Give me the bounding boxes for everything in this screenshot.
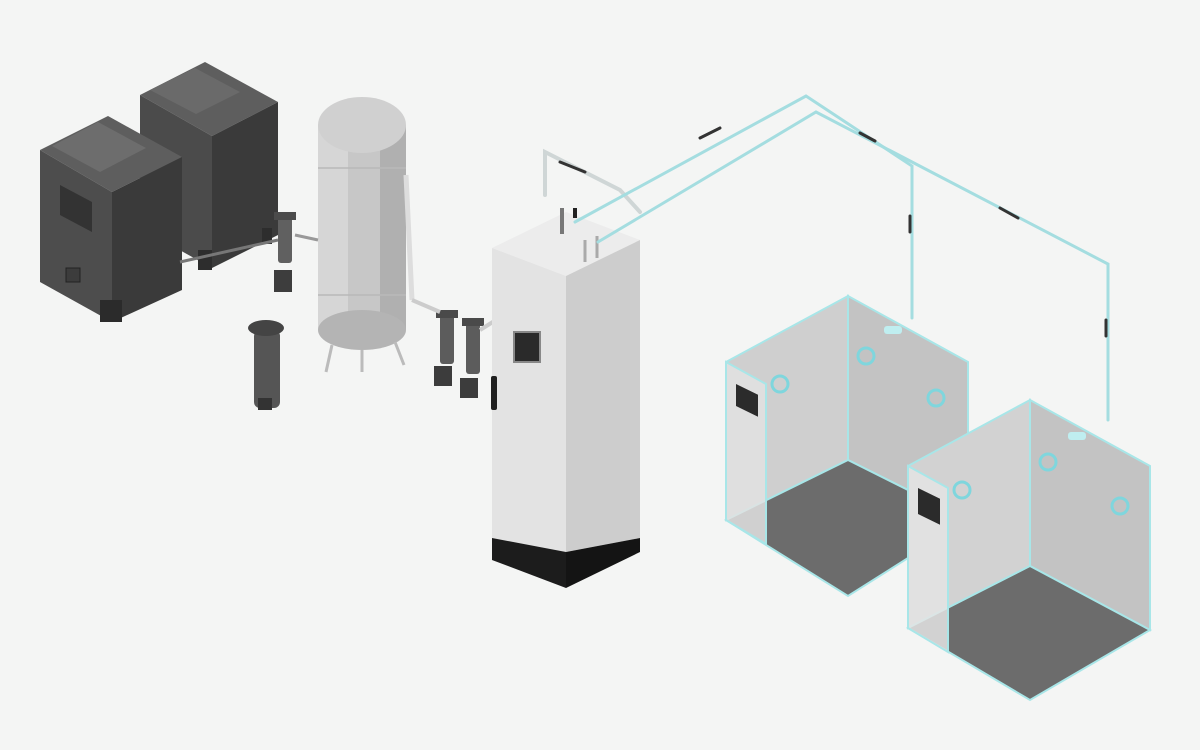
storage-room-2: [905, 398, 1153, 702]
compressor-1: [40, 116, 182, 322]
inlet-filter: [248, 320, 284, 410]
generator-cabinet: [491, 208, 640, 588]
inline-filter: [179, 212, 296, 292]
dryer-filter-2: [460, 318, 484, 398]
distribution-piping: [543, 94, 1110, 422]
dryer-filter-1: [434, 310, 458, 386]
air-receiver-tank: [294, 97, 415, 373]
